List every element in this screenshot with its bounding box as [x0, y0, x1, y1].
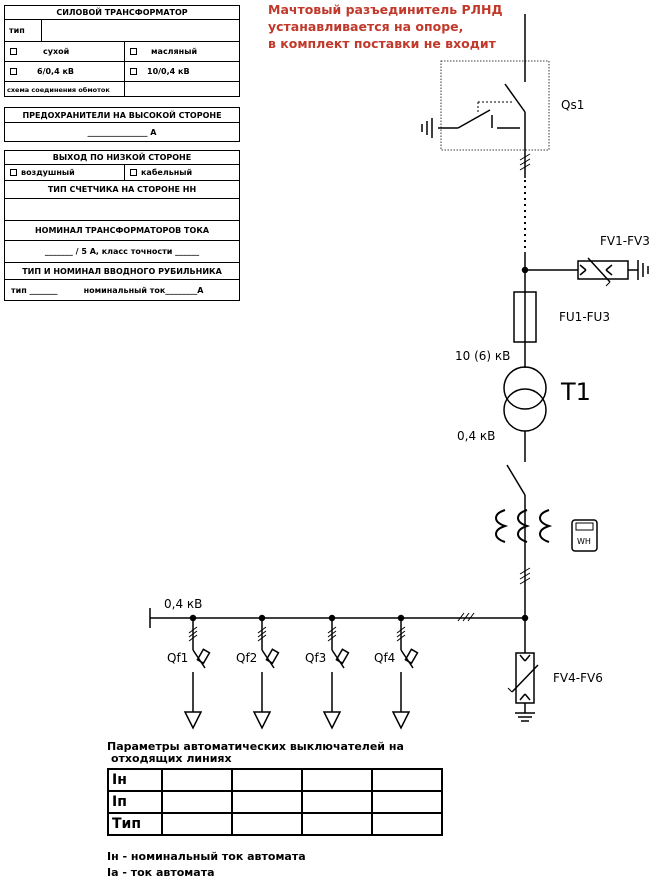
fv1-label: FV1-FV3 [600, 234, 650, 248]
note-line-2: устанавливается на опоре, [268, 19, 464, 34]
meter-value-field[interactable] [5, 199, 239, 221]
oil-label: масляный [151, 47, 198, 56]
ct-value: _______ / 5 А, класс точности ______ [5, 241, 239, 263]
air-label: воздушный [21, 168, 75, 177]
row-header: Тип [107, 812, 163, 836]
hv-label: 10 (6) кВ [455, 349, 511, 363]
fuse-box: ПРЕДОХРАНИТЕЛИ НА ВЫСОКОЙ СТОРОНЕ ______… [4, 107, 240, 142]
table-row: Iп [107, 790, 443, 814]
type-label: тип [5, 20, 42, 41]
row-header: Iн [107, 768, 163, 792]
v2-label: 10/0,4 кВ [147, 67, 190, 76]
dry-label: сухой [43, 47, 70, 56]
switch-nominal: номинальный ток________А [83, 285, 204, 295]
fv1-arrester [525, 257, 649, 287]
note-line-3: в комплект поставки не входит [268, 36, 496, 51]
qf2-label: Qf2 [236, 651, 258, 665]
winding-label: схема соединения обмоток [5, 82, 125, 97]
legend-in: Iн - номинальный ток автомата [107, 850, 306, 863]
feeder-3 [322, 614, 350, 730]
phase-marks-2 [519, 567, 531, 585]
table-cell[interactable] [371, 768, 443, 792]
qs1-label: Qs1 [561, 98, 585, 112]
meter-title: ТИП СЧЕТЧИКА НА СТОРОНЕ НН [5, 181, 239, 199]
table-cell[interactable] [301, 768, 373, 792]
switch-type: тип _______ [11, 285, 58, 295]
wh-label: WH [577, 537, 591, 546]
feeder-4 [391, 614, 419, 730]
lv-box: ВЫХОД ПО НИЗКОЙ СТОРОНЕ воздушный кабель… [4, 150, 240, 301]
feeder-1 [183, 614, 211, 730]
switch-title: ТИП И НОМИНАЛ ВВОДНОГО РУБИЛЬНИКА [5, 263, 239, 280]
table-cell[interactable] [301, 790, 373, 814]
qf4-label: Qf4 [374, 651, 396, 665]
t1-winding-hv [503, 366, 547, 410]
params-table: Iн Iп Тип [107, 768, 443, 836]
table-cell[interactable] [231, 790, 303, 814]
dry-checkbox[interactable] [10, 48, 17, 55]
t1-label: T1 [561, 378, 591, 406]
qs1-disconnector [421, 70, 526, 150]
fuse-title: ПРЕДОХРАНИТЕЛИ НА ВЫСОКОЙ СТОРОНЕ [5, 108, 239, 123]
wh-meter [571, 519, 598, 552]
air-checkbox[interactable] [10, 169, 17, 176]
lv-switch [506, 464, 526, 496]
params-title-line2: отходящих линиях [111, 752, 232, 765]
table-cell[interactable] [161, 812, 233, 836]
table-row: Тип [107, 812, 443, 836]
table-cell[interactable] [231, 768, 303, 792]
qf1-label: Qf1 [167, 651, 189, 665]
cable-label: кабельный [141, 168, 193, 177]
table-cell[interactable] [371, 812, 443, 836]
transformer-box: СИЛОВОЙ ТРАНСФОРМАТОР тип сухой масляный… [4, 5, 240, 97]
t1-winding-lv [503, 388, 547, 432]
table-cell[interactable] [231, 812, 303, 836]
bus-label: 0,4 кВ [164, 597, 203, 611]
params-title-line1: Параметры автоматических выключателей на [107, 740, 404, 753]
qs1-dashed-box [440, 60, 550, 151]
feeder-2 [252, 614, 280, 730]
current-transformers [495, 509, 553, 543]
transformer-title: СИЛОВОЙ ТРАНСФОРМАТОР [5, 6, 239, 20]
lv-title: ВЫХОД ПО НИЗКОЙ СТОРОНЕ [5, 151, 239, 165]
rlnd-note: Мачтовый разъединитель РЛНД устанавливае… [268, 1, 503, 52]
note-line-1: Мачтовый разъединитель РЛНД [268, 2, 503, 17]
bus-phase-marks [457, 612, 475, 622]
legend-ia: Iа - ток автомата [107, 866, 215, 879]
fuse-value: _______________ А [87, 128, 157, 137]
v1-label: 6/0,4 кВ [37, 67, 74, 76]
qf3-label: Qf3 [305, 651, 327, 665]
fu1-label: FU1-FU3 [559, 310, 610, 324]
v2-checkbox[interactable] [130, 68, 137, 75]
fv4-label: FV4-FV6 [553, 671, 603, 685]
table-cell[interactable] [161, 768, 233, 792]
lv-label: 0,4 кВ [457, 429, 496, 443]
table-row: Iн [107, 768, 443, 792]
params-title: Параметры автоматических выключателей на… [107, 741, 404, 765]
oil-checkbox[interactable] [130, 48, 137, 55]
table-cell[interactable] [161, 790, 233, 814]
cable-checkbox[interactable] [130, 169, 137, 176]
v1-checkbox[interactable] [10, 68, 17, 75]
fv4-arrester [507, 618, 539, 722]
row-header: Iп [107, 790, 163, 814]
table-cell[interactable] [371, 790, 443, 814]
table-cell[interactable] [301, 812, 373, 836]
ct-title: НОМИНАЛ ТРАНСФОРМАТОРОВ ТОКА [5, 221, 239, 241]
